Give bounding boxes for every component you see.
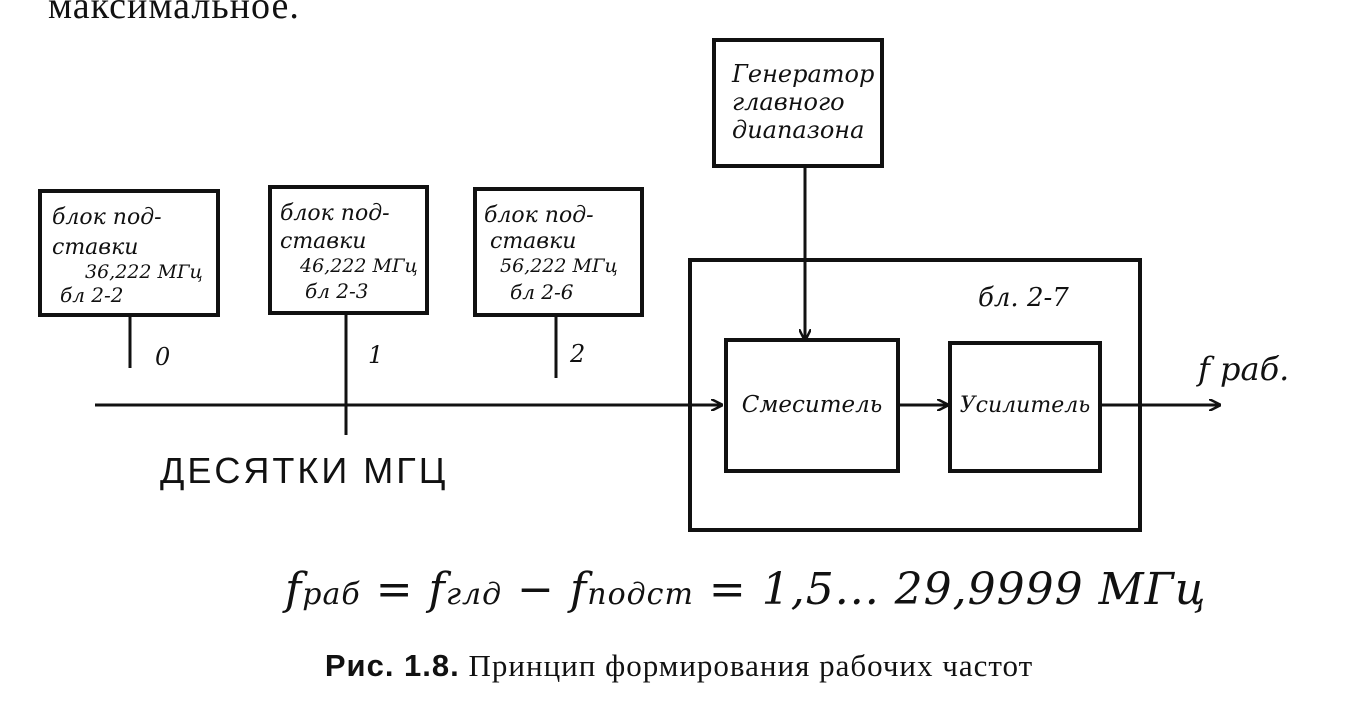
figure-caption: Рис. 1.8. Принцип формирования рабочих ч… <box>0 648 1358 684</box>
tap-1-label: 1 <box>368 341 383 369</box>
generator-line-1: Генератор <box>731 60 874 88</box>
offset-block-1-frequency: 46,222 МГц <box>299 255 418 277</box>
offset-block-0: блок под- ставки 36,222 МГц бл 2-2 <box>38 189 220 317</box>
offset-block-0-line-2: ставки <box>52 235 138 260</box>
unit-2-7-box <box>688 258 1142 532</box>
tap-2-label: 2 <box>569 340 585 368</box>
mixer-label: Смеситель <box>742 392 883 418</box>
tap-0-label: 0 <box>155 343 170 371</box>
formula-f-main: f <box>428 564 446 615</box>
amplifier-label: Усилитель <box>960 393 1090 418</box>
offset-block-2: блок под- ставки 56,222 МГц бл 2-6 <box>473 187 644 317</box>
figure-caption-text: Принцип формирования рабочих частот <box>468 648 1034 683</box>
amplifier-box <box>948 341 1102 473</box>
formula-minus: − <box>502 564 570 615</box>
offset-block-0-frequency: 36,222 МГц <box>85 261 203 283</box>
offset-block-2-id: бл 2-6 <box>510 280 574 304</box>
offset-block-0-id: бл 2-2 <box>60 283 124 307</box>
generator-line-2: главного <box>732 88 845 116</box>
formula-sub-work: раб <box>302 577 361 612</box>
offset-block-1-line-2: ставки <box>280 229 366 254</box>
formula-eq-1: = <box>360 564 429 615</box>
bus-label: ДЕСЯТКИ МГЦ <box>160 450 448 491</box>
offset-block-2-line-2: ставки <box>490 229 576 254</box>
offset-block-2-box <box>473 187 644 317</box>
offset-block-2-frequency: 56,222 МГц <box>500 255 618 277</box>
formula-f-offset: f <box>569 564 588 615</box>
frequency-formula: fраб = fглд − fподст = 1,5... 29,9999 МГ… <box>285 564 1207 615</box>
offset-block-1-box <box>268 185 429 315</box>
generator-block: Генератор главного диапазона <box>712 38 884 168</box>
generator-line-3: диапазона <box>732 116 864 144</box>
formula-eq-2: = <box>693 564 762 615</box>
formula-range: 1,5... 29,9999 МГц <box>761 564 1207 615</box>
offset-block-1-line-1: блок под- <box>280 201 390 226</box>
output-label: f раб. <box>1196 350 1289 388</box>
formula-sub-offset: подст <box>587 577 694 612</box>
figure-number: Рис. 1.8. <box>324 648 460 683</box>
formula-sub-main: глд <box>445 577 503 612</box>
generator-box <box>712 38 884 168</box>
formula-f-work: f <box>285 564 303 615</box>
offset-block-2-line-1: блок под- <box>484 203 594 228</box>
offset-block-1: блок под- ставки 46,222 МГц бл 2-3 <box>268 185 429 315</box>
page-top-text: максимальное. <box>48 0 300 27</box>
unit-2-7-label: бл. 2-7 <box>978 283 1069 313</box>
offset-block-0-line-1: блок под- <box>52 205 162 230</box>
offset-block-1-id: бл 2-3 <box>305 279 369 303</box>
